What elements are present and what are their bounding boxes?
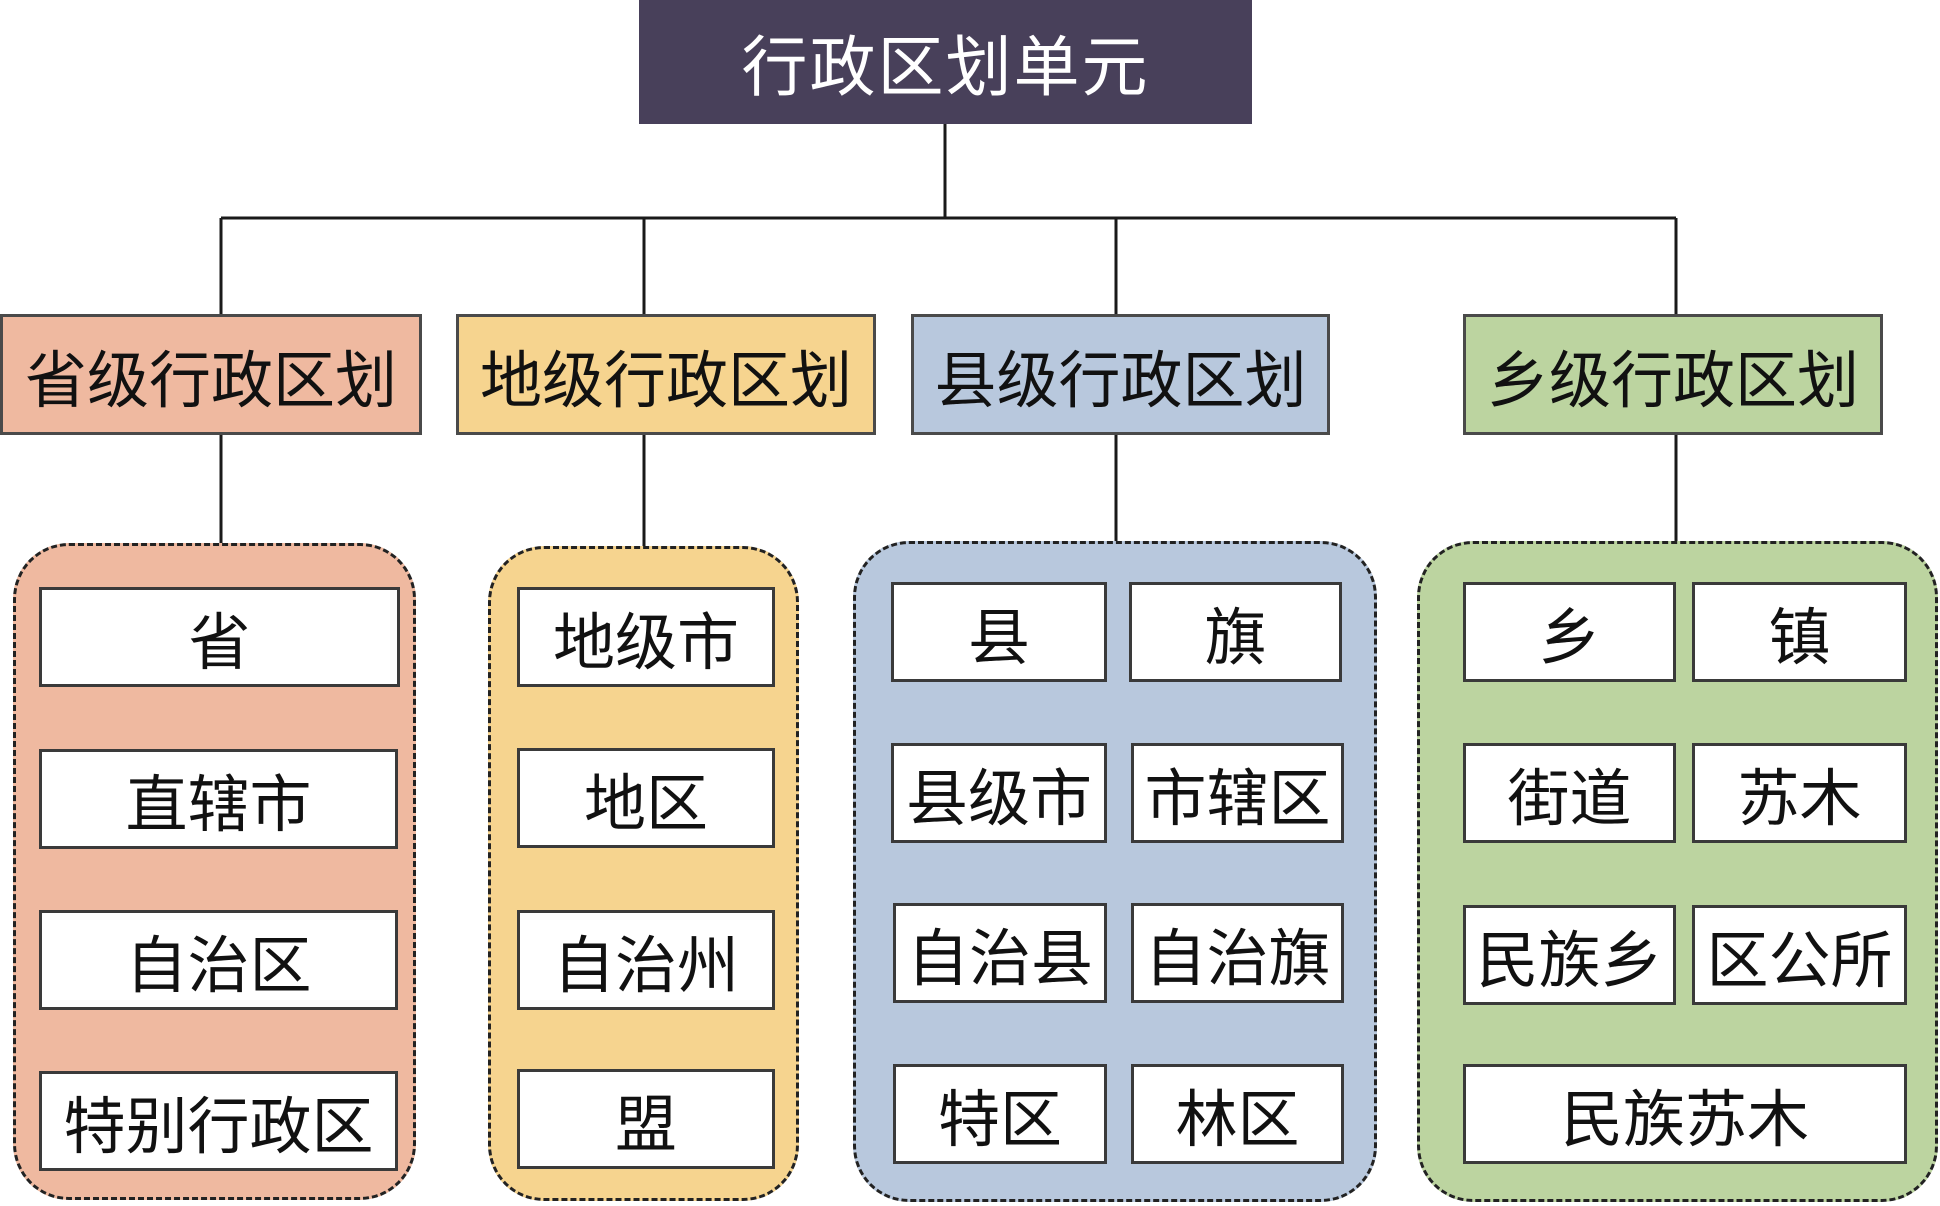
item-prefecture-region: 地区 xyxy=(517,748,775,848)
item-label: 街道 xyxy=(1507,762,1632,835)
item-label: 旗 xyxy=(1204,601,1267,674)
item-county-county-city: 县级市 xyxy=(891,743,1107,843)
item-label: 特区 xyxy=(937,1083,1062,1156)
level-township-label: 乡级行政区划 xyxy=(1486,343,1859,417)
item-township-subdistrict: 街道 xyxy=(1463,743,1676,843)
level-prefecture: 地级行政区划 xyxy=(456,314,876,435)
item-township-sumu: 苏木 xyxy=(1692,743,1907,843)
item-label: 地级市 xyxy=(552,606,739,679)
item-label: 县级市 xyxy=(905,762,1092,835)
level-province: 省级行政区划 xyxy=(0,314,422,435)
item-label: 地区 xyxy=(583,767,708,840)
item-label: 盟 xyxy=(614,1088,677,1161)
item-township-township: 乡 xyxy=(1463,582,1676,682)
item-label: 乡 xyxy=(1538,601,1601,674)
item-label: 区公所 xyxy=(1706,924,1893,997)
item-prefecture-city: 地级市 xyxy=(517,587,775,687)
item-label: 自治县 xyxy=(906,922,1093,995)
item-province-autonomous-region: 自治区 xyxy=(39,910,398,1010)
item-label: 自治区 xyxy=(125,929,312,1002)
item-prefecture-league: 盟 xyxy=(517,1069,775,1169)
root-node: 行政区划单元 xyxy=(639,0,1252,124)
level-county: 县级行政区划 xyxy=(911,314,1330,435)
item-province-sheng: 省 xyxy=(39,587,400,687)
item-label: 自治旗 xyxy=(1144,922,1331,995)
item-county-autonomous-county: 自治县 xyxy=(893,903,1107,1003)
item-province-municipality: 直辖市 xyxy=(39,749,398,849)
item-label: 民族乡 xyxy=(1476,924,1663,997)
item-label: 省 xyxy=(188,606,251,679)
item-label: 市辖区 xyxy=(1144,762,1331,835)
item-township-ethnic-sumu: 民族苏木 xyxy=(1463,1064,1907,1164)
item-province-sar: 特别行政区 xyxy=(39,1071,398,1171)
item-township-town: 镇 xyxy=(1692,582,1907,682)
item-county-banner: 旗 xyxy=(1129,582,1342,682)
item-county-district: 市辖区 xyxy=(1131,743,1344,843)
item-label: 县 xyxy=(967,601,1030,674)
item-label: 自治州 xyxy=(552,929,739,1002)
item-label: 民族苏木 xyxy=(1560,1083,1809,1156)
level-prefecture-label: 地级行政区划 xyxy=(479,343,852,417)
item-township-ethnic-township: 民族乡 xyxy=(1463,905,1676,1005)
item-label: 苏木 xyxy=(1737,762,1862,835)
item-county-county: 县 xyxy=(891,582,1107,682)
item-prefecture-autonomous-prefecture: 自治州 xyxy=(517,910,775,1010)
item-label: 特别行政区 xyxy=(63,1090,374,1163)
level-county-label: 县级行政区划 xyxy=(934,343,1307,417)
item-county-autonomous-banner: 自治旗 xyxy=(1131,903,1344,1003)
item-county-special-district: 特区 xyxy=(893,1064,1107,1164)
item-township-district-office: 区公所 xyxy=(1692,905,1907,1005)
root-label: 行政区划单元 xyxy=(741,29,1150,106)
item-label: 直辖市 xyxy=(125,768,312,841)
item-label: 镇 xyxy=(1768,601,1831,674)
level-province-label: 省级行政区划 xyxy=(24,343,397,417)
level-township: 乡级行政区划 xyxy=(1463,314,1883,435)
item-county-forest-district: 林区 xyxy=(1131,1064,1344,1164)
item-label: 林区 xyxy=(1175,1083,1300,1156)
